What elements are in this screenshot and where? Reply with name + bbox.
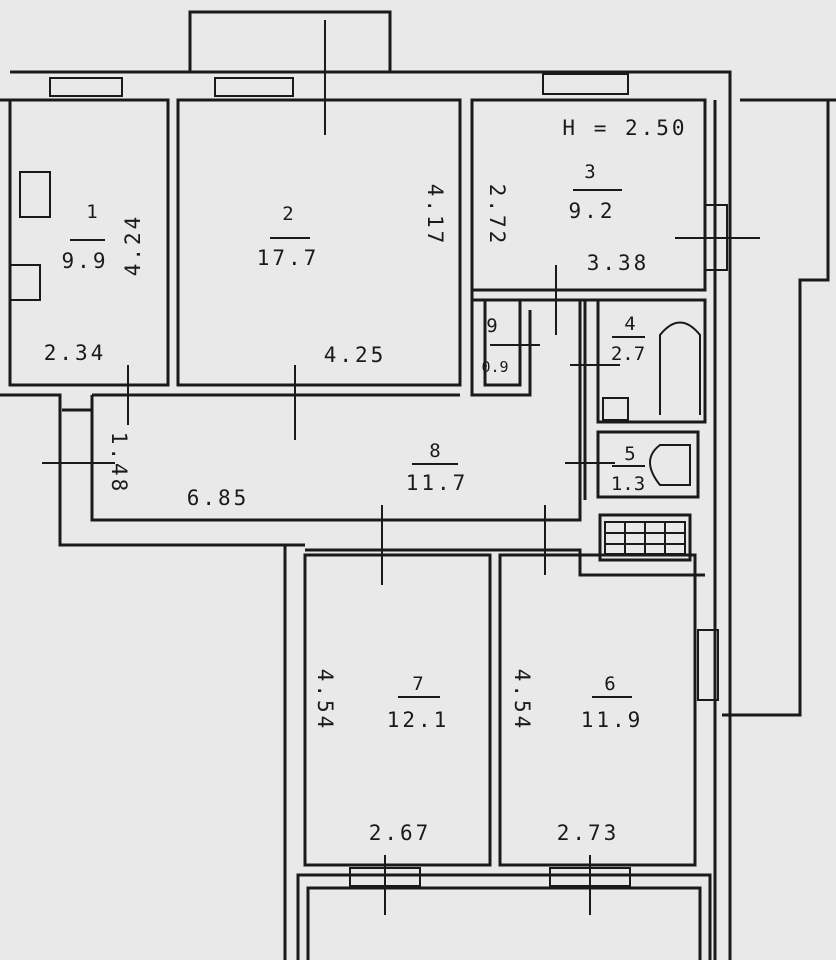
room-area: 1.3 xyxy=(611,473,645,495)
room-area: 9.9 xyxy=(62,249,109,273)
walls xyxy=(0,70,732,960)
room-area: 0.9 xyxy=(481,358,508,376)
room-number: 8 xyxy=(429,440,440,462)
room-number: 7 xyxy=(412,673,423,695)
room-length: 4.54 xyxy=(313,669,337,732)
toilet-icon xyxy=(649,444,691,486)
stove-icon xyxy=(19,171,51,218)
room-number: 9 xyxy=(486,315,497,337)
room-length: 4.17 xyxy=(423,184,447,247)
room-6-label: 6 11.9 2.73 4.54 xyxy=(510,669,644,845)
washbasin-icon xyxy=(602,397,629,421)
room-length: 4.24 xyxy=(121,214,145,277)
room-area: 11.7 xyxy=(406,471,469,495)
room-width: 2.34 xyxy=(44,341,107,365)
room-length: 4.54 xyxy=(510,669,534,732)
room-length: 1.48 xyxy=(107,432,131,495)
room-width: 2.73 xyxy=(557,821,620,845)
room-number: 4 xyxy=(624,313,635,335)
room-width: 4.25 xyxy=(324,343,387,367)
room-1-label: 1 9.9 2.34 4.24 xyxy=(44,201,145,365)
room-area: 12.1 xyxy=(387,708,450,732)
room-length: 2.72 xyxy=(485,184,509,247)
ceiling-height-label: H = 2.50 xyxy=(562,116,687,140)
room-width: 3.38 xyxy=(587,251,650,275)
room-number: 3 xyxy=(584,161,595,183)
room-8-label: 8 11.7 6.85 1.48 xyxy=(107,432,469,510)
room-4-label: 4 2.7 xyxy=(611,313,645,365)
sink-icon xyxy=(9,264,41,301)
room-area: 2.7 xyxy=(611,343,645,365)
room-area: 9.2 xyxy=(569,199,616,223)
room-area: 17.7 xyxy=(257,246,320,270)
bathtub-icon xyxy=(659,321,701,415)
ventilation-grid-icon xyxy=(604,521,686,555)
room-number: 2 xyxy=(282,203,293,225)
door-markers xyxy=(42,20,760,915)
room-width: 6.85 xyxy=(187,486,250,510)
room-number: 5 xyxy=(624,443,635,465)
room-5-label: 5 1.3 xyxy=(611,443,645,495)
room-area: 11.9 xyxy=(581,708,644,732)
room-number: 1 xyxy=(86,201,97,223)
fixtures xyxy=(9,171,701,555)
room-9-label: 9 0.9 xyxy=(481,315,508,376)
room-3-label: 3 9.2 3.38 2.72 xyxy=(485,161,650,275)
room-2-label: 2 17.7 4.25 4.17 xyxy=(257,184,447,367)
room-number: 6 xyxy=(604,673,615,695)
room-7-label: 7 12.1 2.67 4.54 xyxy=(313,669,450,845)
room-width: 2.67 xyxy=(369,821,432,845)
